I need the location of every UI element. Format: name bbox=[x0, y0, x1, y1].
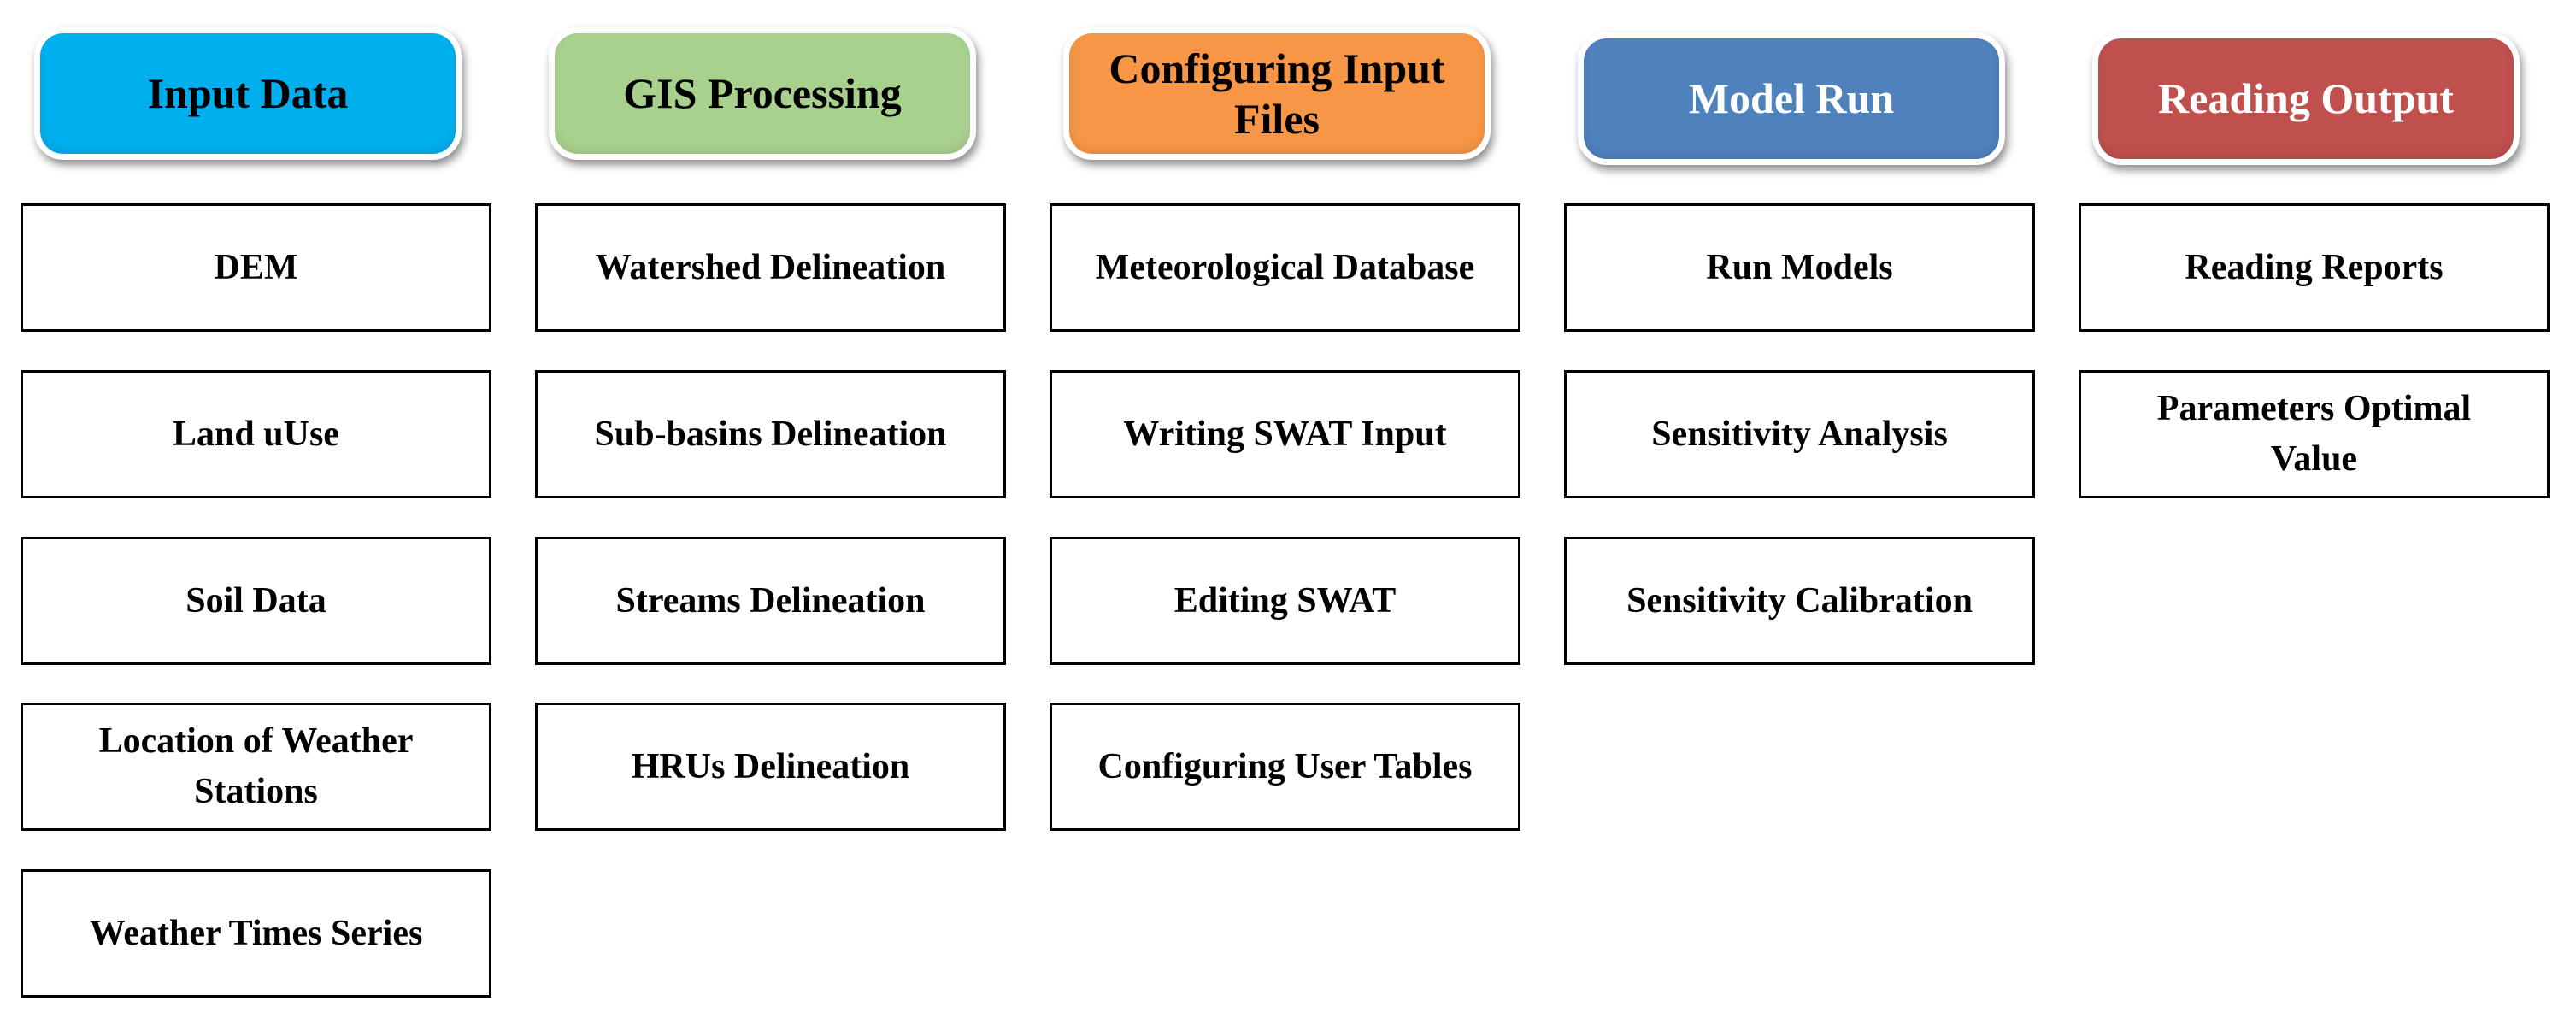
column-model-run: Model Run Run Models Sensitivity Analysi… bbox=[1564, 0, 2043, 1024]
step-weather-stations: Location of Weather Stations bbox=[21, 703, 491, 831]
step-land-use: Land uUse bbox=[21, 370, 491, 498]
step-reading-reports: Reading Reports bbox=[2079, 203, 2550, 332]
step-hrus-delineation: HRUs Delineation bbox=[535, 703, 1006, 831]
header-model-run: Model Run bbox=[1578, 32, 2005, 165]
step-soil-data: Soil Data bbox=[21, 537, 491, 665]
column-configuring-input-files: Configuring Input Files Meteorological D… bbox=[1050, 0, 1528, 1024]
step-editing-swat: Editing SWAT bbox=[1050, 537, 1520, 665]
step-sensitivity-analysis: Sensitivity Analysis bbox=[1564, 370, 2035, 498]
column-input-data: Input Data DEM Land uUse Soil Data Locat… bbox=[21, 0, 499, 1024]
step-parameters-optimal-value: Parameters Optimal Value bbox=[2079, 370, 2550, 498]
step-writing-swat-input: Writing SWAT Input bbox=[1050, 370, 1520, 498]
header-reading-output: Reading Output bbox=[2092, 32, 2520, 165]
step-sensitivity-calibration: Sensitivity Calibration bbox=[1564, 537, 2035, 665]
step-meteorological-database: Meteorological Database bbox=[1050, 203, 1520, 332]
header-input-data: Input Data bbox=[34, 27, 462, 160]
step-watershed-delineation: Watershed Delineation bbox=[535, 203, 1006, 332]
header-configuring-input-files: Configuring Input Files bbox=[1063, 27, 1491, 160]
step-weather-time-series: Weather Times Series bbox=[21, 869, 491, 998]
column-gis-processing: GIS Processing Watershed Delineation Sub… bbox=[535, 0, 1014, 1024]
step-subbasins-delineation: Sub-basins Delineation bbox=[535, 370, 1006, 498]
step-run-models: Run Models bbox=[1564, 203, 2035, 332]
header-gis-processing: GIS Processing bbox=[549, 27, 976, 160]
step-streams-delineation: Streams Delineation bbox=[535, 537, 1006, 665]
step-dem: DEM bbox=[21, 203, 491, 332]
step-configuring-user-tables: Configuring User Tables bbox=[1050, 703, 1520, 831]
column-reading-output: Reading Output Reading Reports Parameter… bbox=[2079, 0, 2557, 1024]
